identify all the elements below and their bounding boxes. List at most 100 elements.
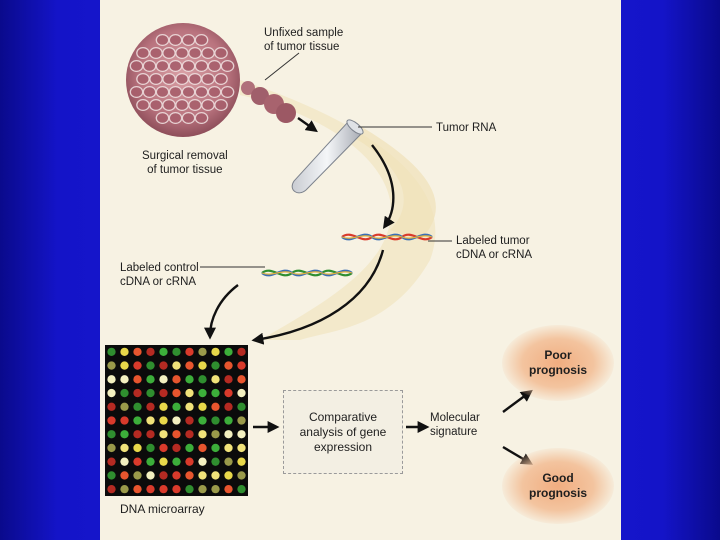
microarray-spot — [237, 375, 245, 383]
tissue-cell — [169, 87, 181, 98]
microarray-spot — [198, 485, 206, 493]
microarray-spot — [146, 403, 154, 411]
tissue-cell — [143, 61, 155, 72]
labeled-tumor-label: Labeled tumor cDNA or cRNA — [456, 234, 532, 262]
microarray-spot — [211, 375, 219, 383]
microarray-spot — [120, 375, 128, 383]
tissue-cell — [195, 61, 207, 72]
microarray-spot — [133, 485, 141, 493]
microarray-spot — [237, 389, 245, 397]
microarray-spot — [172, 375, 180, 383]
label-line: cDNA or cRNA — [120, 275, 199, 289]
microarray-spot — [237, 471, 245, 479]
tissue-cell — [182, 35, 194, 46]
tissue-cell — [169, 113, 181, 124]
tissue-cell — [182, 87, 194, 98]
microarray-spot — [224, 430, 232, 438]
microarray-spot — [107, 444, 115, 452]
microarray-spot — [159, 348, 167, 356]
microarray-spot — [237, 416, 245, 424]
label-line: Labeled control — [120, 261, 199, 275]
microarray-spot — [237, 348, 245, 356]
tissue-cell — [202, 74, 214, 85]
tissue-cell — [156, 87, 168, 98]
microarray-spot — [159, 361, 167, 369]
tissue-cell — [169, 35, 181, 46]
tissue-cell — [137, 100, 149, 111]
diagram-panel: Unfixed sample of tumor tissue Surgical … — [100, 0, 621, 540]
microarray-spot — [133, 444, 141, 452]
microarray-spot — [133, 430, 141, 438]
tissue-cell — [208, 61, 220, 72]
microarray-spot — [198, 430, 206, 438]
microarray-spot — [198, 403, 206, 411]
microarray-spot — [224, 403, 232, 411]
microarray-spot — [185, 471, 193, 479]
microarray-spot — [120, 416, 128, 424]
tissue-cell — [176, 74, 188, 85]
tissue-cell — [163, 100, 175, 111]
microarray-spot — [146, 348, 154, 356]
tissue-cell — [221, 87, 233, 98]
microarray-spot — [107, 375, 115, 383]
microarray-spot — [185, 389, 193, 397]
microarray-spot — [185, 416, 193, 424]
microarray-spot — [146, 361, 154, 369]
microarray-spot — [237, 458, 245, 466]
comparative-analysis-box: Comparative analysis of gene expression — [283, 390, 403, 474]
arrow-to-poor — [503, 392, 530, 412]
tissue-cell — [143, 87, 155, 98]
unfixed-sample-label: Unfixed sample of tumor tissue — [264, 26, 343, 54]
label-line: of tumor tissue — [264, 40, 343, 54]
microarray-spot — [120, 403, 128, 411]
microarray-spot — [159, 471, 167, 479]
microarray-spot — [224, 458, 232, 466]
microarray-spot — [198, 444, 206, 452]
arrow-control-to-array — [210, 285, 238, 336]
good-prognosis-text: Good prognosis — [529, 471, 587, 501]
microarray-spot — [172, 430, 180, 438]
microarray-spot — [185, 458, 193, 466]
microarray-spot — [146, 485, 154, 493]
microarray-spot — [133, 389, 141, 397]
label-line: Surgical removal — [142, 149, 228, 163]
microarray-spot — [120, 348, 128, 356]
tissue-cell — [156, 113, 168, 124]
microarray-spot — [146, 444, 154, 452]
microarray-spot — [185, 430, 193, 438]
microarray-spot — [159, 389, 167, 397]
microarray-spot — [133, 458, 141, 466]
microarray-spot — [211, 458, 219, 466]
microarray-spot — [185, 375, 193, 383]
label-line: Unfixed sample — [264, 26, 343, 40]
microarray-spot — [198, 389, 206, 397]
tissue-cell — [215, 100, 227, 111]
tissue-cell — [195, 87, 207, 98]
microarray-spot — [224, 471, 232, 479]
tissue-cell — [156, 61, 168, 72]
tissue-cell — [130, 61, 142, 72]
microarray-spot — [211, 389, 219, 397]
microarray-spot — [172, 444, 180, 452]
microarray-spot — [133, 361, 141, 369]
microarray-spot — [211, 403, 219, 411]
tissue-cell — [195, 35, 207, 46]
microarray-spot — [172, 403, 180, 411]
microarray-spot — [146, 375, 154, 383]
microarray-spot — [172, 348, 180, 356]
microarray-spot — [172, 389, 180, 397]
microarray-spot — [120, 361, 128, 369]
tissue-cell — [176, 100, 188, 111]
microarray-spot — [146, 416, 154, 424]
microarray-spot — [159, 444, 167, 452]
label-line: Comparative — [300, 410, 387, 425]
microarray-spot — [120, 444, 128, 452]
tissue-cell — [150, 48, 162, 59]
microarray-spot — [172, 361, 180, 369]
microarray-spot — [198, 416, 206, 424]
tissue-cell — [182, 61, 194, 72]
microarray-spot — [107, 458, 115, 466]
microarray-spot — [133, 403, 141, 411]
microarray-spot — [146, 389, 154, 397]
microarray-spot — [146, 430, 154, 438]
